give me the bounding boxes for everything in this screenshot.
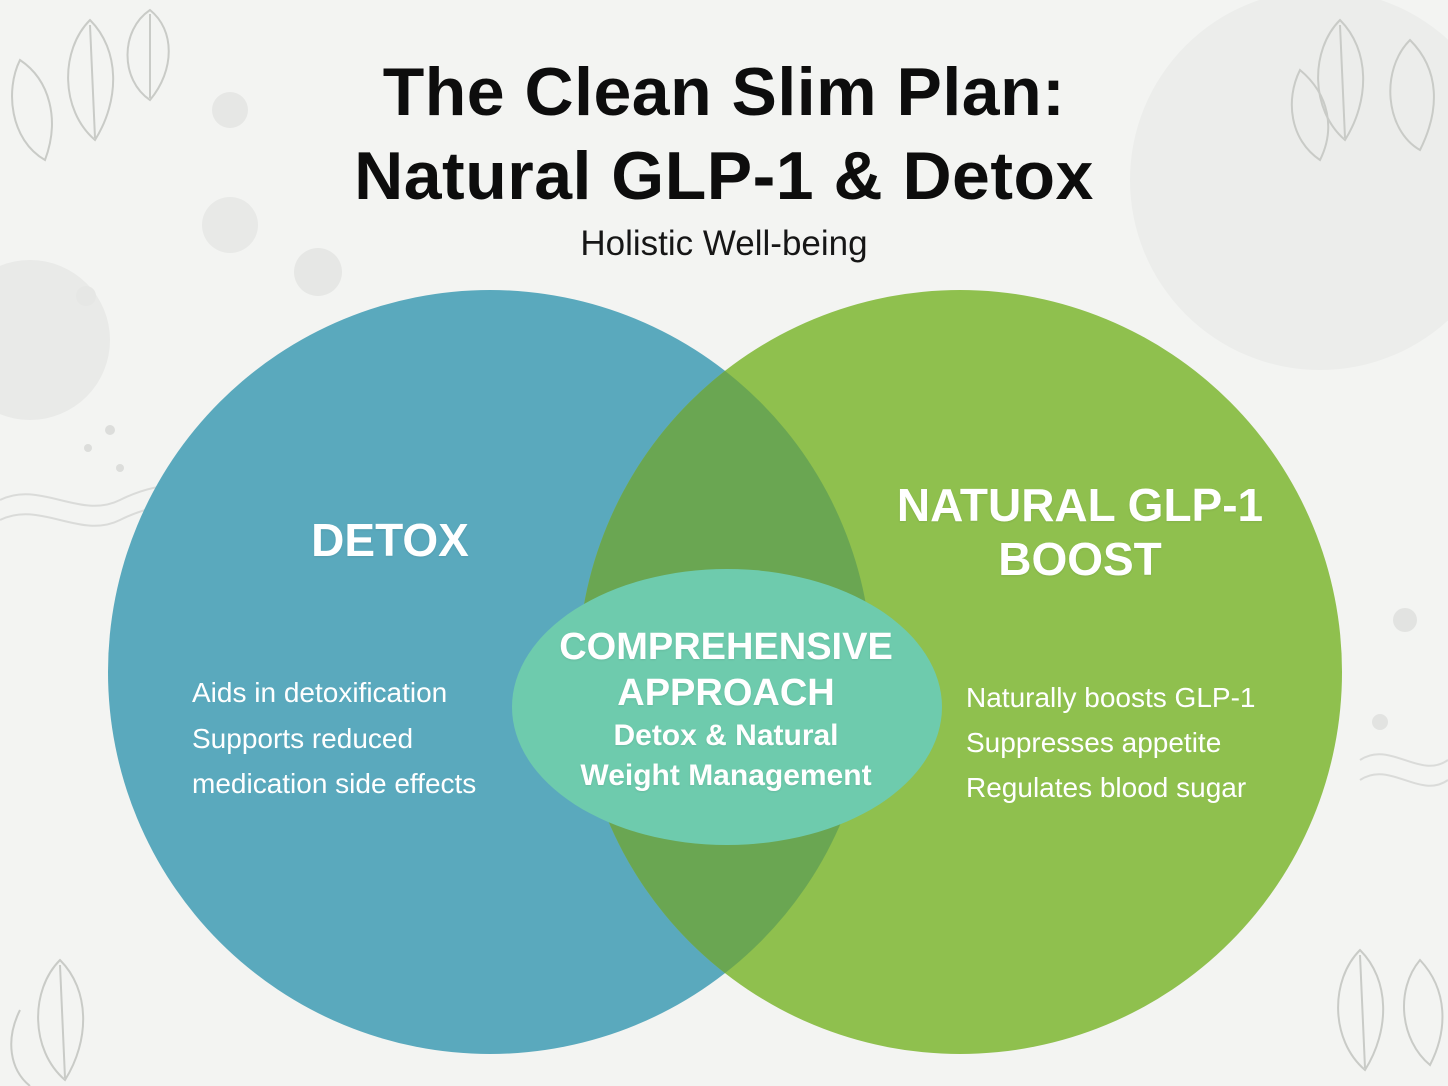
center-title-line1: COMPREHENSIVE [559, 626, 893, 668]
leaf-icon [1337, 948, 1444, 1072]
detox-heading: DETOX [311, 514, 469, 566]
page-title-line2: Natural GLP-1 & Detox [354, 138, 1094, 214]
center-subtitle: Detox & Natural Weight Management [540, 716, 912, 796]
list-item: Aids in detoxification [192, 677, 448, 708]
glp1-heading-line1: NATURAL GLP-1 [896, 479, 1264, 531]
leaf-icon [1290, 18, 1435, 162]
glp1-heading-line2: BOOST [998, 533, 1162, 585]
list-item: Supports reduced [192, 723, 414, 754]
center-subtitle-line2: Weight Management [580, 759, 872, 792]
overlap-region [578, 290, 872, 1054]
list-item: Regulates blood sugar [966, 772, 1247, 803]
center-title: COMPREHENSIVE APPROACH [540, 624, 912, 716]
page-title-line1: The Clean Slim Plan: [382, 54, 1066, 130]
detox-benefits-list: Aids in detoxification Supports reduced … [192, 670, 476, 806]
leaf-icon [10, 958, 85, 1086]
center-title-line2: APPROACH [617, 672, 835, 714]
glp1-benefits-list: Naturally boosts GLP-1 Suppresses appeti… [966, 675, 1255, 810]
page-subtitle: Holistic Well-being [580, 224, 868, 263]
glp1-heading: NATURAL GLP-1 BOOST [880, 478, 1280, 586]
leaf-icon [11, 8, 170, 162]
list-item: Suppresses appetite [966, 727, 1222, 758]
center-ellipse [512, 569, 942, 845]
center-subtitle-line1: Detox & Natural [613, 719, 839, 752]
list-item: Naturally boosts GLP-1 [966, 682, 1256, 713]
list-item: medication side effects [192, 768, 477, 799]
